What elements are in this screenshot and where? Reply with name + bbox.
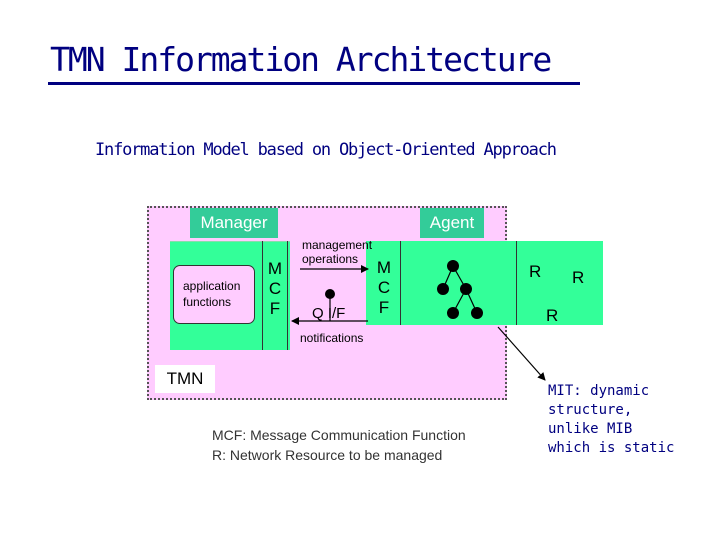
q-interface-label: Q I/F: [312, 305, 346, 322]
mit-node-leaf-2: [471, 307, 483, 319]
mit-note: MIT: dynamic structure, unlike MIB which…: [548, 383, 675, 456]
agent-resource-divider: [516, 241, 517, 325]
qif-dot: [325, 289, 335, 299]
management-operations-label: management operations: [302, 238, 373, 266]
page-title: TMN Information Architecture: [50, 40, 552, 79]
legend-mcf: MCF: Message Communication Function: [212, 427, 466, 443]
agent-tab: Agent: [420, 208, 484, 238]
agent-mcf-divider: [400, 241, 401, 325]
legend: MCF: Message Communication Function R: N…: [212, 425, 466, 465]
legend-resource: R: Network Resource to be managed: [212, 447, 443, 463]
manager-tab: Manager: [190, 208, 278, 238]
tmn-label: TMN: [155, 365, 215, 393]
mit-node-root: [447, 260, 459, 272]
mit-node-leaf-1: [447, 307, 459, 319]
notifications-label: notifications: [300, 331, 364, 345]
title-underline: [48, 82, 580, 85]
application-functions-box: application functions: [173, 265, 255, 324]
mit-note-arrow: [497, 326, 546, 381]
manager-mcf: M C F: [262, 241, 288, 350]
agent-block: [366, 241, 603, 325]
resource-label-2: R: [572, 268, 585, 287]
page-subtitle: Information Model based on Object-Orient…: [95, 140, 557, 160]
mit-node-left: [437, 283, 449, 295]
agent-mcf: M C F: [376, 258, 392, 317]
mit-node-right: [460, 283, 472, 295]
resource-label-3: R: [546, 306, 559, 325]
resource-label-1: R: [529, 262, 542, 281]
